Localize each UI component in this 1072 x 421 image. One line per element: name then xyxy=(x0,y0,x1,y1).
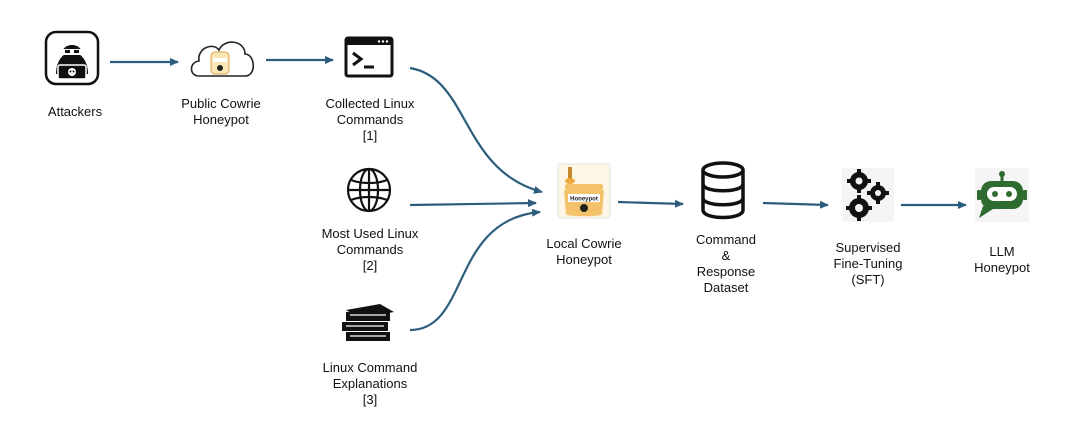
gears-icon xyxy=(842,168,894,222)
jar-label: Honeypot xyxy=(570,197,598,203)
label-collected-commands: Collected Linux Commands [1] xyxy=(325,96,415,143)
globe-icon xyxy=(346,167,392,213)
label-most-used-commands: Most Used Linux Commands [2] xyxy=(321,226,419,273)
label-llm-honeypot: LLM Honeypot xyxy=(974,244,1030,275)
arrow-explanations-to-local xyxy=(409,208,541,332)
label-sft: Supervised Fine-Tuning (SFT) xyxy=(833,240,903,287)
label-local-honeypot: Local Cowrie Honeypot xyxy=(546,236,622,267)
label-dataset: Command & Response Dataset xyxy=(696,232,756,295)
honeypot-jar-icon: Honeypot xyxy=(557,163,611,219)
arrow-dataset-to-sft xyxy=(762,200,829,209)
robot-chat-icon xyxy=(975,168,1029,222)
books-icon xyxy=(342,304,394,341)
label-public-honeypot: Public Cowrie Honeypot xyxy=(181,96,261,127)
arrow-mostused-to-local xyxy=(409,199,537,208)
hacker-icon xyxy=(44,30,100,86)
arrow-local-to-dataset xyxy=(617,199,684,208)
arrow-collected-to-local xyxy=(409,66,543,194)
terminal-icon xyxy=(344,36,394,78)
label-attackers: Attackers xyxy=(47,104,103,119)
database-icon xyxy=(701,161,745,220)
label-command-explanations: Linux Command Explanations [3] xyxy=(322,360,418,407)
cloud-honeypot-icon xyxy=(190,41,255,77)
